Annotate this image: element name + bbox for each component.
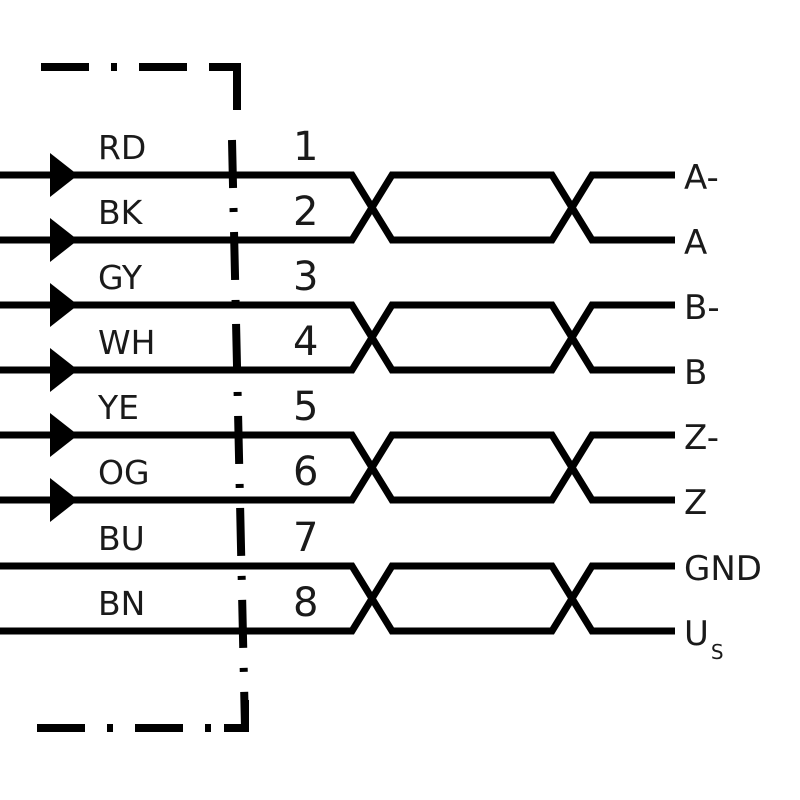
wire-wh: [0, 301, 675, 374]
signal-label: B: [684, 353, 707, 393]
pin-number: 4: [293, 319, 318, 365]
twisted-pair: [0, 153, 675, 262]
border-corner-top: [212, 63, 241, 110]
signal-label: A: [684, 223, 707, 263]
wire-color-label: OG: [98, 453, 150, 492]
twisted-pair: [0, 562, 675, 635]
pin-number: 7: [293, 515, 318, 561]
arrow-icon: [50, 153, 78, 197]
arrow-icon: [50, 348, 78, 392]
twisted-pair: [0, 413, 675, 522]
wires: [0, 153, 675, 635]
arrow-icon: [50, 478, 78, 522]
arrow-icon: [50, 413, 78, 457]
twisted-pair: [0, 283, 675, 392]
wire-gy: [0, 301, 675, 374]
wire-color-label: GY: [98, 258, 143, 297]
wire-color-label: BK: [98, 193, 144, 232]
wire-ye: [0, 431, 675, 504]
pin-number: 3: [293, 254, 318, 300]
signal-label: A-: [684, 158, 719, 198]
wire-og: [0, 431, 675, 504]
signal-label: GND: [684, 549, 762, 589]
pin-number: 6: [293, 449, 318, 495]
signal-subscript: S: [711, 640, 724, 664]
wire-bn: [0, 562, 675, 635]
wire-rd: [0, 171, 675, 244]
wire-bk: [0, 171, 675, 244]
wire-color-label: BU: [98, 519, 145, 558]
pin-number: 5: [293, 384, 318, 430]
border-corner-bottom: [224, 700, 249, 732]
signal-label: B-: [684, 288, 720, 328]
signal-label: Z: [684, 483, 707, 523]
wire-bu: [0, 562, 675, 635]
wire-color-label: BN: [98, 584, 145, 623]
arrow-icon: [50, 218, 78, 262]
signal-label: Z-: [684, 418, 719, 458]
arrow-icon: [50, 283, 78, 327]
wire-color-label: YE: [97, 388, 139, 427]
pin-number: 8: [293, 580, 318, 626]
wire-color-label: RD: [98, 128, 146, 167]
pin-number: 2: [293, 189, 318, 235]
wire-color-label: WH: [98, 323, 155, 362]
pin-number: 1: [293, 124, 318, 170]
